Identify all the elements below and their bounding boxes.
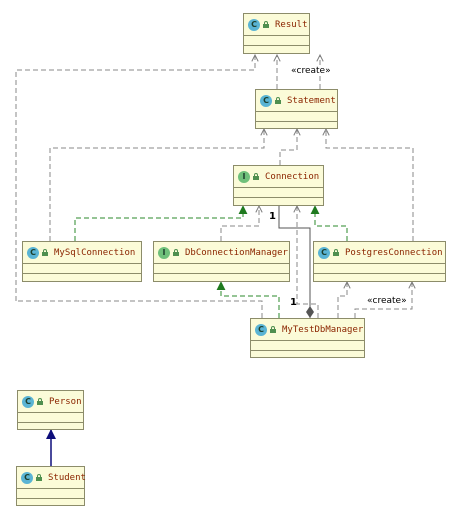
class-name-mytestdbmanager: MyTestDbManager [282,324,364,335]
class-name-dbconnectionmanager: DbConnectionManager [185,247,288,258]
dep-mytest-connection[interactable] [297,206,319,318]
interface-connection[interactable]: I Connection [233,165,324,206]
class-icon: C [255,323,267,336]
dep-dbcm-connection[interactable] [220,206,259,241]
lock-icon [37,398,43,405]
lock-icon [270,326,276,333]
class-icon: C [260,94,272,107]
class-name-result: Result [275,19,308,30]
dep-mysql-statement[interactable] [49,129,264,241]
lock-icon [173,249,179,256]
class-name-postgresconnection: PostgresConnection [345,247,443,258]
dep-connection-statement[interactable] [279,129,297,165]
class-person[interactable]: C Person [17,390,84,430]
dep-mytest-postgres-create[interactable] [354,282,412,318]
dep-mytest-result[interactable] [16,300,263,318]
multiplicity-manager-end: 1 [290,297,297,308]
dep-mytest-postgres[interactable] [337,282,347,318]
realization-mytest-dbcm[interactable] [216,281,280,318]
lock-icon [253,173,259,180]
lock-icon [263,21,269,28]
class-postgresconnection[interactable]: C PostgresConnection [313,241,446,282]
class-mysqlconnection[interactable]: C MySqlConnection [22,241,142,282]
lock-icon [36,474,42,481]
lock-icon [333,249,339,256]
interface-icon: I [238,170,250,183]
class-icon: C [248,18,260,31]
stereotype-create-statement-result: «create» [290,66,332,76]
realization-postgres-connection[interactable] [310,205,348,241]
realization-mysql-connection[interactable] [74,205,248,241]
lock-icon [275,97,281,104]
class-icon: C [27,246,39,259]
interface-icon: I [158,246,170,259]
stereotype-create-mytest-postgres: «create» [366,296,408,306]
class-name-student: Student [48,472,86,483]
lock-icon [42,249,48,256]
multiplicity-connection-end: 1 [269,211,276,222]
interface-dbconnectionmanager[interactable]: I DbConnectionManager [153,241,290,282]
composition-mytest-connection[interactable] [278,206,314,318]
class-result[interactable]: C Result [243,13,310,54]
class-name-statement: Statement [287,95,336,106]
class-icon: C [22,395,34,408]
dep-postgres-statement[interactable] [326,129,414,241]
dep-mysql-result[interactable] [15,55,255,301]
class-name-person: Person [49,396,82,407]
class-icon: C [318,246,330,259]
class-student[interactable]: C Student [16,466,86,506]
class-mytestdbmanager[interactable]: C MyTestDbManager [250,318,365,358]
class-icon: C [21,471,33,484]
class-name-mysqlconnection: MySqlConnection [54,247,136,258]
class-name-connection: Connection [265,171,320,182]
class-statement[interactable]: C Statement [255,89,338,129]
